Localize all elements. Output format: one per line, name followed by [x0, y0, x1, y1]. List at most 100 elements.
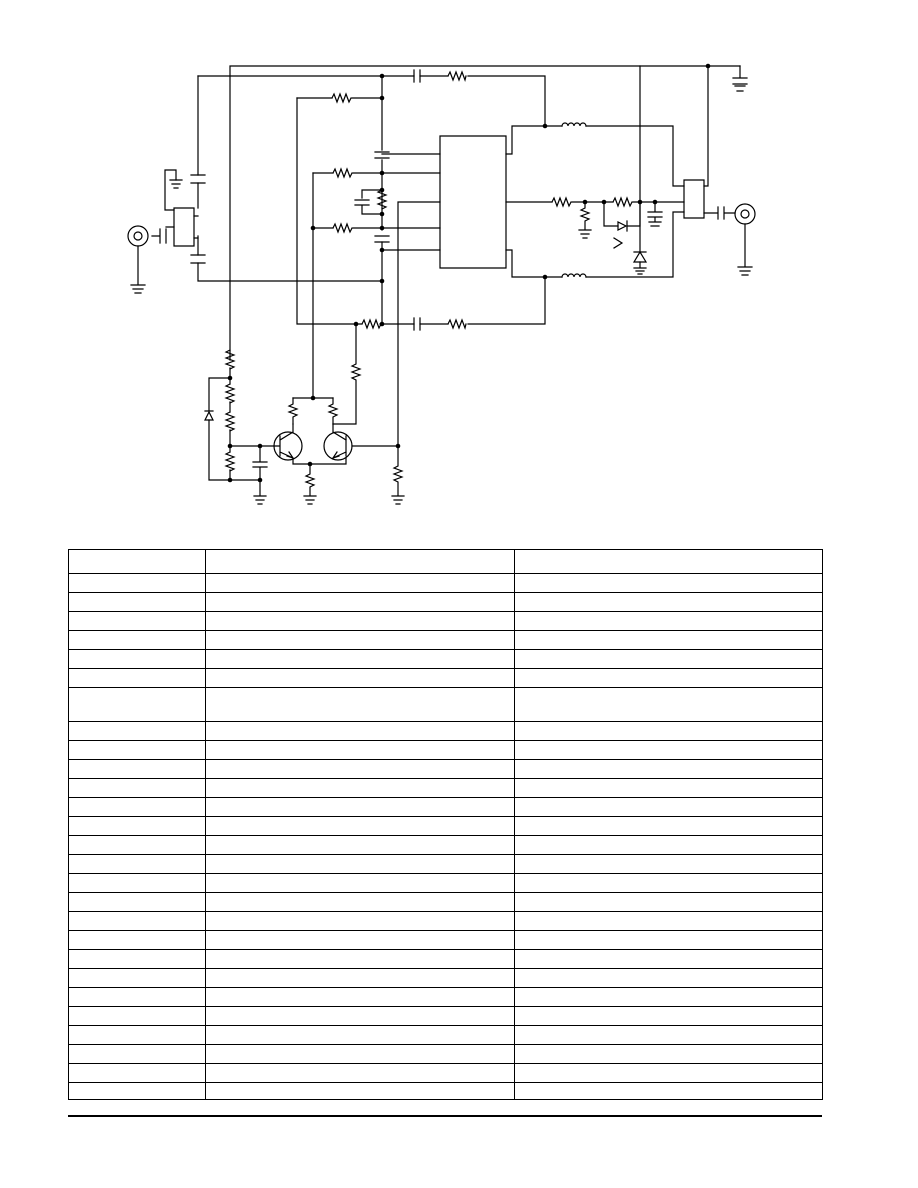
table-cell: [68, 835, 206, 855]
node: [379, 95, 385, 101]
node: [227, 443, 233, 449]
table-cell: [514, 778, 823, 798]
table-cell: [514, 854, 823, 874]
table-cell: [205, 968, 515, 988]
input-connector-pin: [134, 232, 142, 240]
node: [379, 225, 385, 231]
resistor-bias-3: [226, 412, 234, 431]
node: [379, 321, 385, 327]
table-cell: [205, 1082, 515, 1100]
table-cell: [205, 1063, 515, 1083]
wire-top-feedback: [198, 76, 545, 126]
resistor-bias-top: [332, 94, 351, 102]
table-cell: [205, 592, 515, 612]
table-cell: [514, 968, 823, 988]
input-connector: [128, 226, 148, 246]
table-row: [68, 968, 823, 988]
table-cell: [514, 892, 823, 912]
table-cell: [514, 573, 823, 593]
table-cell: [68, 930, 206, 950]
table-cell: [68, 721, 206, 741]
wire-vcc-detector: [640, 66, 708, 202]
node: [379, 247, 385, 253]
table-cell: [514, 987, 823, 1007]
table-row: [68, 797, 823, 817]
q1-emitter-arrow: [287, 452, 293, 458]
table-cell: [68, 687, 206, 722]
table-row: [68, 1063, 823, 1083]
q1-leads: [274, 424, 346, 464]
table-cell: [205, 611, 515, 631]
wire-ic-out-bottom: [506, 212, 684, 277]
wire-top-rail: [230, 66, 740, 360]
table-cell: [514, 949, 823, 969]
resistor-feedback-vertical: [333, 324, 360, 424]
resistor-vgs-ground: [392, 446, 404, 504]
node: [395, 443, 401, 449]
wire-left-lower: [198, 236, 382, 281]
cap-left-upper: [191, 175, 205, 183]
node: [227, 477, 233, 483]
table-cell: [68, 630, 206, 650]
table-cell: [205, 930, 515, 950]
table-cell: [205, 873, 515, 893]
node: [637, 199, 643, 205]
table-row: [68, 987, 823, 1007]
cap-detector: [648, 202, 662, 226]
table-row: [68, 759, 823, 779]
table-cell: [514, 549, 823, 574]
node: [379, 278, 385, 284]
q2-leads: [333, 424, 398, 458]
bottom-rule: [68, 1115, 822, 1117]
wire-temp-diode: [209, 378, 260, 480]
table-cell: [68, 816, 206, 836]
table-cell: [68, 911, 206, 931]
table-row: [68, 930, 823, 950]
resistor-bias-2: [226, 384, 234, 403]
table-row: [68, 1044, 823, 1064]
cap-center-lower: [375, 236, 389, 242]
table-cell: [205, 911, 515, 931]
amplifier-schematic: [0, 63, 918, 530]
cap-output: [704, 207, 735, 219]
table-cell: [68, 892, 206, 912]
table-cell: [68, 778, 206, 798]
table-cell: [205, 721, 515, 741]
ground-top-right: [733, 66, 747, 91]
table-cell: [205, 1044, 515, 1064]
table-cell: [514, 740, 823, 760]
table-cell: [514, 816, 823, 836]
table-cell: [205, 987, 515, 1007]
node: [379, 73, 385, 79]
resistor-vertical-center: [378, 190, 386, 209]
table-cell: [205, 797, 515, 817]
table-row: [68, 778, 823, 798]
detector-diode: [618, 221, 627, 231]
table-cell: [68, 592, 206, 612]
table-cell: [514, 911, 823, 931]
ground-input: [131, 246, 145, 293]
table-cell: [514, 611, 823, 631]
table-cell: [514, 1006, 823, 1026]
table-row: [68, 740, 823, 760]
table-cell: [68, 987, 206, 1007]
table-row: [68, 1025, 823, 1045]
temperature-sense-diode: [205, 411, 213, 420]
table-cell: [514, 1082, 823, 1100]
output-connector-pin: [741, 210, 749, 218]
table-cell: [514, 1063, 823, 1083]
table-cell: [68, 573, 206, 593]
rf-choke-bottom: [562, 274, 586, 277]
cap-bottom-feedback: [414, 318, 420, 330]
table-cell: [514, 1025, 823, 1045]
cap-top-feedback: [414, 70, 420, 82]
table-row: [68, 721, 823, 741]
node: [601, 199, 607, 205]
cap-input: [152, 229, 166, 243]
table-cell: [514, 649, 823, 669]
table-row: [68, 549, 823, 574]
table-cell: [68, 949, 206, 969]
node: [257, 477, 263, 483]
resistor-q2-collector: [329, 398, 337, 424]
table-row: [68, 873, 823, 893]
